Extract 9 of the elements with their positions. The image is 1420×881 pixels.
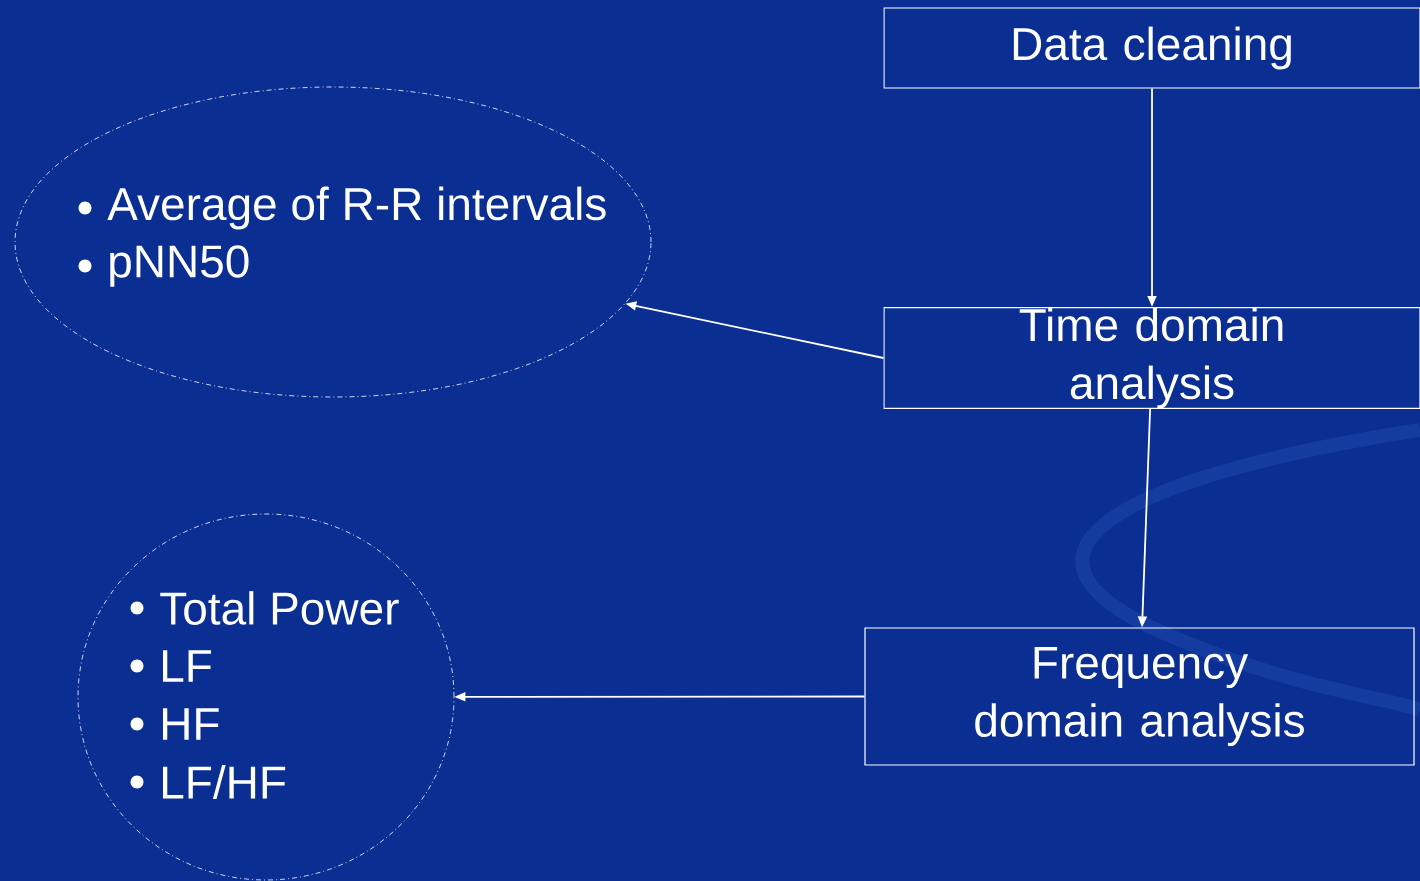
bullet-item: Average of R-R intervals (107, 186, 606, 230)
bullet-item: Total Power (160, 591, 399, 625)
process-box: Data cleaning (883, 7, 1420, 89)
bullet-item: LF/HF (163, 765, 286, 799)
bullet-item: HF (163, 708, 219, 740)
process-box: Frequency domain analysis (864, 627, 1415, 766)
bullet-item: LF (163, 650, 212, 682)
bullet-item: pNN50 (110, 245, 249, 287)
process-box: Time domain analysis (883, 306, 1420, 410)
